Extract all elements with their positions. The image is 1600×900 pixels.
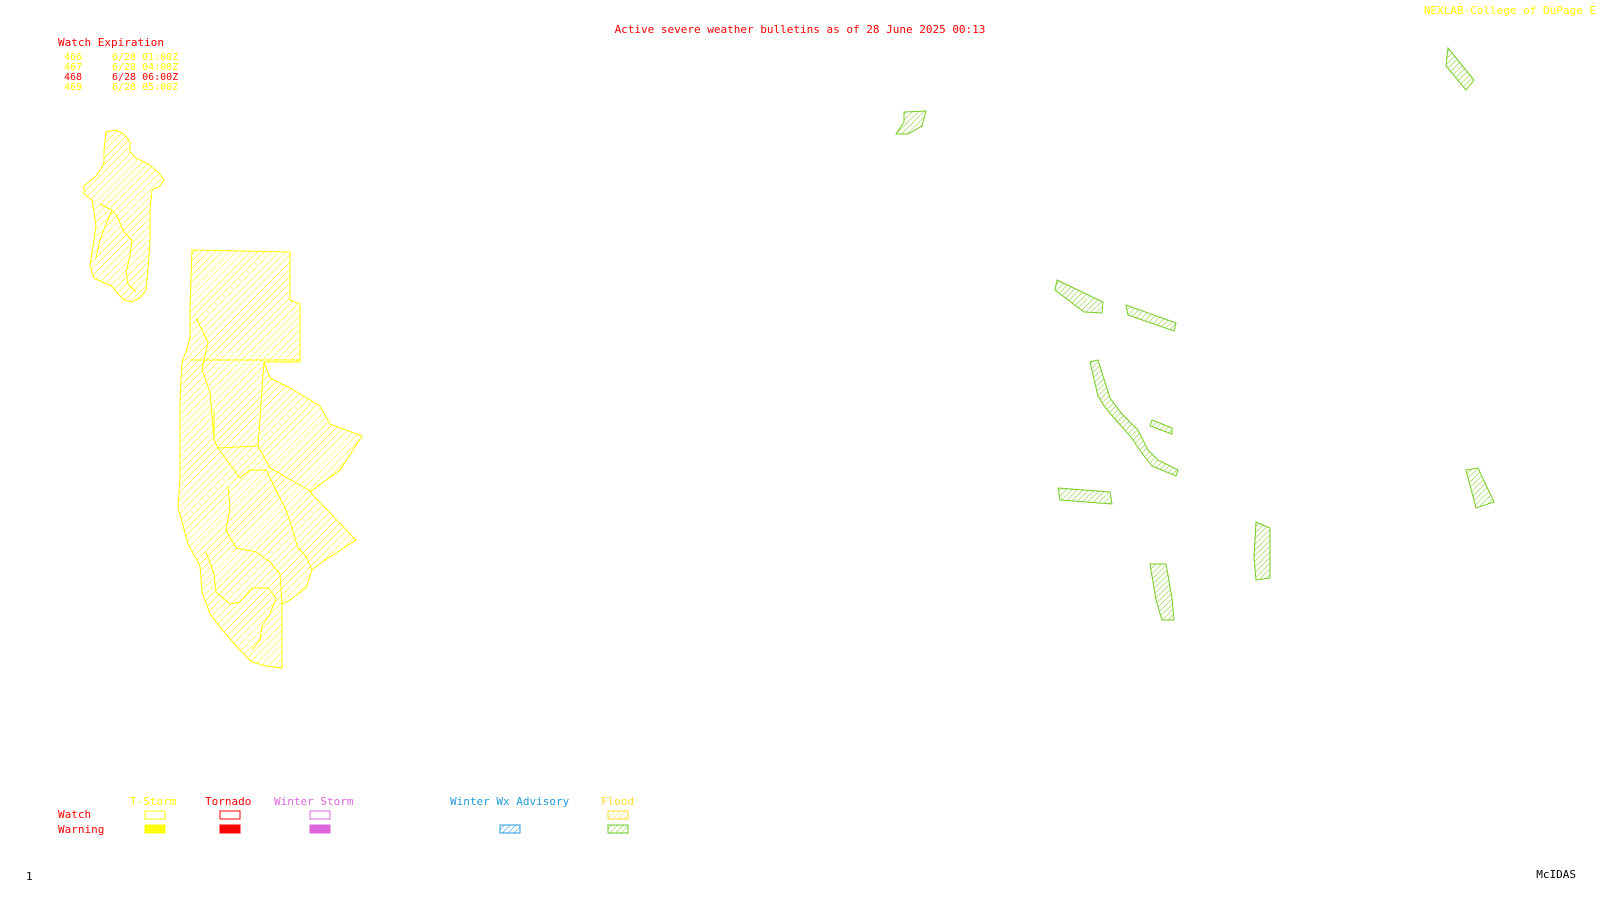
legend-flood-label: Flood xyxy=(601,795,635,808)
flood-warning-polygon xyxy=(1149,563,1175,621)
legend-flood-watch-swatch xyxy=(607,810,629,820)
flood-warning-polygon xyxy=(1089,359,1179,477)
watch-expires: 6/28 01:00Z xyxy=(112,52,179,63)
watch-row: 469 6/28 05:00Z xyxy=(64,83,178,93)
watch-expires: 6/28 04:00Z xyxy=(112,62,179,73)
legend-flood-warning-swatch xyxy=(607,824,629,834)
legend-winter-advisory-label: Winter Wx Advisory xyxy=(450,795,570,808)
watch-expires: 6/28 05:00Z xyxy=(112,82,179,93)
software-label: McIDAS xyxy=(1536,868,1576,881)
watch-expires: 6/28 06:00Z xyxy=(112,72,179,83)
flood-warning-polygon xyxy=(1149,419,1173,435)
legend-tstorm-watch-swatch xyxy=(144,810,166,820)
legend-tstorm-warning-swatch xyxy=(144,824,166,834)
credit-label: NEXLAB-College of DuPage E xyxy=(1423,4,1596,17)
tstorm-watch-central xyxy=(177,249,363,669)
flood-warning-polygon xyxy=(1057,487,1113,505)
legend-winter-storm-label: Winter Storm xyxy=(274,795,354,808)
watch-expiration-heading: Watch Expiration xyxy=(58,36,164,49)
watch-number: 469 xyxy=(64,82,83,93)
flood-warning-polygon xyxy=(895,110,927,135)
watch-row: 467 6/28 04:00Z xyxy=(64,63,178,73)
flood-warning-polygon xyxy=(1253,521,1271,581)
legend-swatches xyxy=(144,810,629,834)
legend-tornado-warning-swatch xyxy=(219,824,241,834)
legend-tstorm-label: T-Storm xyxy=(130,795,177,808)
legend-warning-row-label: Warning xyxy=(58,823,105,836)
watch-number: 467 xyxy=(64,62,83,73)
watch-number: 468 xyxy=(64,72,83,83)
legend-tornado-label: Tornado xyxy=(205,795,252,808)
legend-winter-advisory-swatch xyxy=(499,824,521,834)
legend-tornado-watch-swatch xyxy=(219,810,241,820)
frame-number: 1 xyxy=(26,870,33,883)
watch-row: 466 6/28 01:00Z xyxy=(64,53,178,63)
legend-watch-row-label: Watch xyxy=(58,808,92,821)
tstorm-watch-north xyxy=(83,129,165,303)
flood-warning-areas xyxy=(895,46,1495,621)
flood-warning-polygon xyxy=(1054,279,1104,314)
watch-row: 468 6/28 06:00Z xyxy=(64,73,178,83)
legend-winter-storm-watch-swatch xyxy=(309,810,331,820)
legend-winter-storm-warning-swatch xyxy=(309,824,331,834)
bulletin-title: Active severe weather bulletins as of 28… xyxy=(614,23,986,36)
flood-warning-polygon xyxy=(1445,46,1475,91)
watch-number: 466 xyxy=(64,52,83,63)
tstorm-watch-areas xyxy=(83,129,363,669)
flood-warning-polygon xyxy=(1125,304,1177,332)
county-lines xyxy=(95,203,313,651)
flood-warning-polygon xyxy=(1465,467,1495,509)
